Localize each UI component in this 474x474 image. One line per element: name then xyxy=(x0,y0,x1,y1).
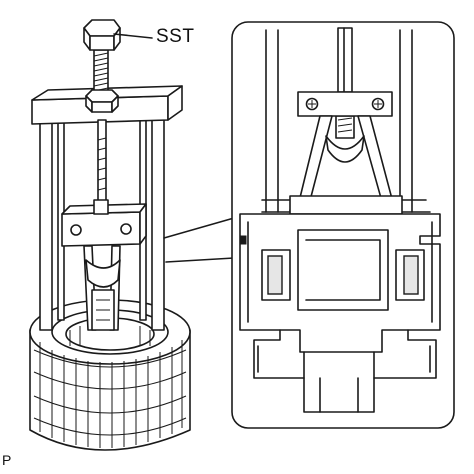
puller-jaw-block xyxy=(61,199,147,331)
leader-lines xyxy=(113,33,235,263)
forcing-screw xyxy=(83,19,121,211)
figure-code-label: P xyxy=(2,452,12,468)
detail-inset xyxy=(231,21,455,429)
gear-teeth xyxy=(33,340,187,448)
sst-label: SST xyxy=(156,26,195,47)
sst-puller xyxy=(31,19,183,331)
housing-section xyxy=(239,213,441,413)
